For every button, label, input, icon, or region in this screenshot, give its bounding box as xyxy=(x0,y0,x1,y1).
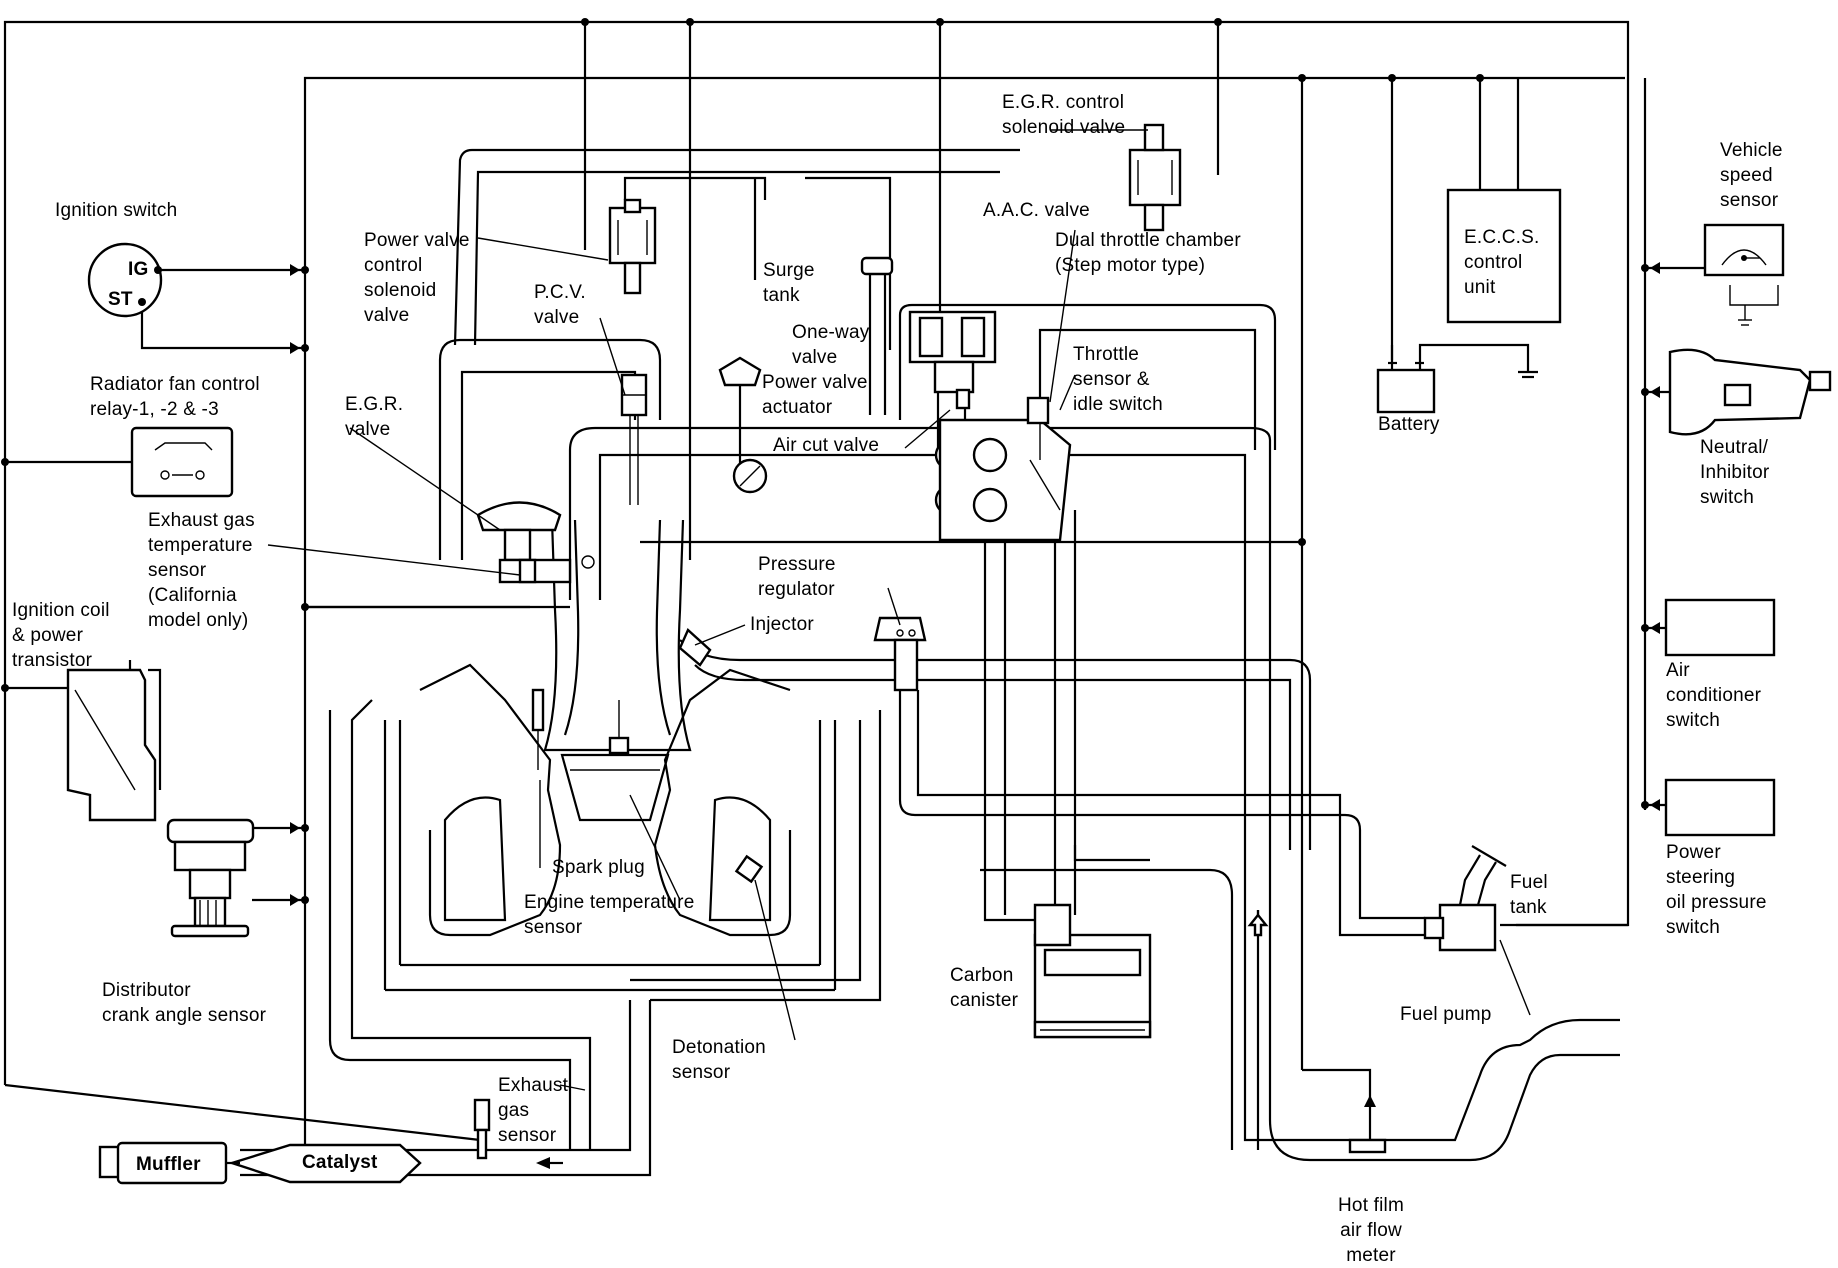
label-pcv-valve: P.C.V. valve xyxy=(534,282,586,328)
leader-lines xyxy=(267,129,1531,1091)
label-muffler: Muffler xyxy=(136,1154,201,1175)
label-battery: Battery xyxy=(1378,414,1440,435)
label-surge-tank: Surge tank xyxy=(763,260,815,306)
label-radiator-fan: Radiator fan control relay-1, -2 & -3 xyxy=(90,374,260,420)
air-cut-valve xyxy=(955,388,971,410)
label-ignition-coil: Ignition coil & power transistor xyxy=(12,600,110,671)
detonation-sensor xyxy=(734,854,764,884)
exhaust-gas-sensor xyxy=(473,1098,491,1160)
label-vehicle-speed: Vehicle speed sensor xyxy=(1720,140,1783,211)
spark-plug xyxy=(531,688,545,770)
label-throttle-sensor: Throttle sensor & idle switch xyxy=(1073,344,1163,415)
pcv-valve xyxy=(620,373,648,505)
neutral-inhibitor-switch xyxy=(1668,348,1832,436)
radiator-fan-relay xyxy=(130,426,234,498)
wire-junctions xyxy=(1,18,1649,904)
label-fuel-tank: Fuel tank xyxy=(1510,872,1548,918)
power-valve-actuator xyxy=(718,356,762,470)
air-conditioner-switch xyxy=(1664,598,1776,657)
label-exhaust-gas-temp-sensor: Exhaust gas temperature sensor (Californ… xyxy=(148,510,255,631)
label-power-valve-actuator: Power valve actuator xyxy=(762,372,868,418)
label-detonation-sensor: Detonation sensor xyxy=(672,1037,766,1083)
label-exhaust-gas-sensor: Exhaust gas sensor xyxy=(498,1075,569,1146)
power-valve-solenoid xyxy=(608,198,657,295)
label-one-way-valve: One-way valve xyxy=(792,322,870,368)
vehicle-speed-sensor xyxy=(1703,223,1785,326)
vacuum-gauge xyxy=(732,458,768,494)
label-distributor: Distributor crank angle sensor xyxy=(102,980,267,1026)
label-air-conditioner: Air conditioner switch xyxy=(1666,660,1762,731)
label-power-valve-solenoid: Power valve control solenoid valve xyxy=(364,230,470,326)
label-carbon-canister: Carbon canister xyxy=(950,965,1019,1011)
ignition-coil xyxy=(66,660,162,822)
label-egr-control-solenoid: E.G.R. control solenoid valve xyxy=(1002,92,1126,138)
label-hot-film: Hot film air flow meter xyxy=(1338,1195,1404,1266)
muffler-catalyst xyxy=(98,1141,563,1185)
label-air-cut-valve: Air cut valve xyxy=(773,435,880,456)
ignition-switch xyxy=(87,242,163,318)
label-injector: Injector xyxy=(750,614,814,635)
egr-control-solenoid xyxy=(1128,123,1182,232)
input-arrows xyxy=(290,262,1660,906)
one-way-valve xyxy=(860,256,894,415)
label-st: ST xyxy=(108,289,133,310)
label-egr-valve: E.G.R. valve xyxy=(345,394,404,440)
label-ig: IG xyxy=(128,259,149,280)
distributor xyxy=(166,818,255,938)
label-fuel-pump: Fuel pump xyxy=(1400,1004,1492,1025)
label-dual-throttle: Dual throttle chamber (Step motor type) xyxy=(1055,230,1241,276)
eccs-control-unit xyxy=(1446,188,1562,324)
label-pressure-regulator: Pressure regulator xyxy=(758,554,836,600)
fuel-system xyxy=(678,500,1507,1154)
label-ignition-switch: Ignition switch xyxy=(55,200,178,221)
engine-temp-sensor xyxy=(608,700,630,755)
air-ducts xyxy=(438,148,1620,1162)
label-catalyst: Catalyst xyxy=(302,1152,378,1173)
label-spark-plug: Spark plug xyxy=(552,857,645,878)
label-eccs: E.C.C.S. control unit xyxy=(1464,227,1540,298)
label-power-steering: Power steering oil pressure switch xyxy=(1666,842,1767,938)
label-engine-temp-sensor: Engine temperature sensor xyxy=(524,892,695,938)
power-steering-switch xyxy=(1664,778,1776,837)
battery xyxy=(1376,361,1436,414)
wiring-harness xyxy=(3,20,1705,1175)
surge-tank xyxy=(623,176,892,350)
label-neutral-inhibitor: Neutral/ Inhibitor switch xyxy=(1700,437,1770,508)
dual-throttle-chamber xyxy=(938,396,1072,542)
label-aac-valve: A.A.C. valve xyxy=(983,200,1090,221)
egr-valve xyxy=(476,501,595,584)
